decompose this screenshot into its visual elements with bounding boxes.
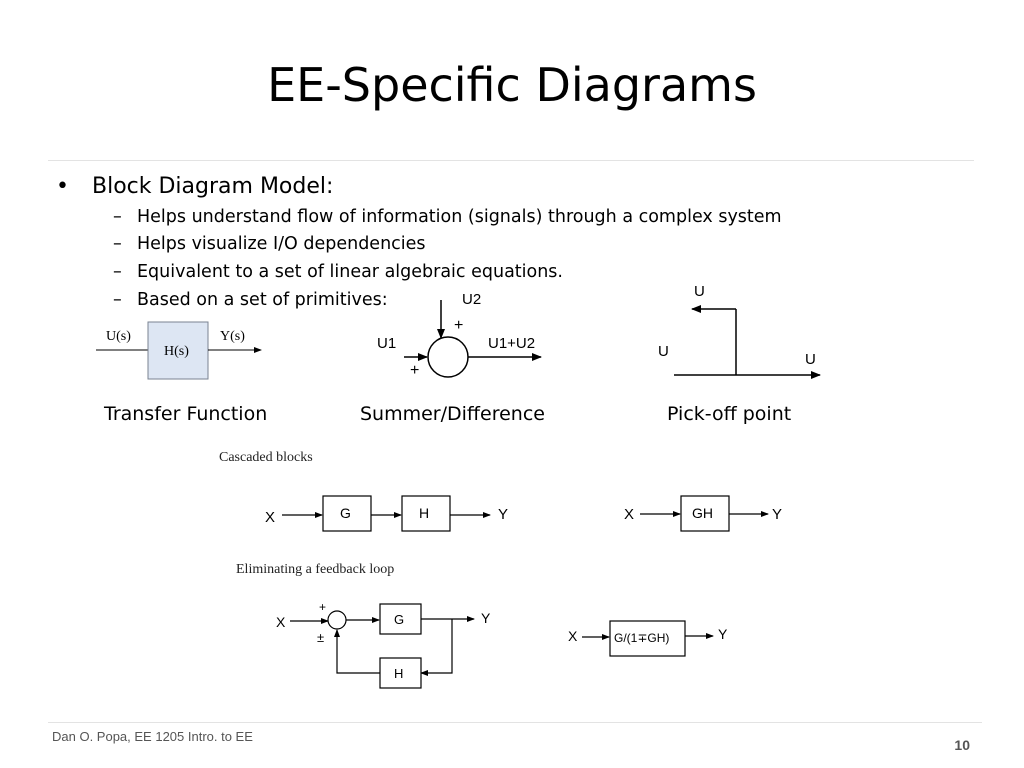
tf-block-label: H(s) (164, 344, 189, 359)
feedback-h-block (379, 657, 422, 689)
cascade-gh-label: GH (692, 505, 713, 521)
summer-top-sign: + (454, 317, 463, 334)
cascade-y2-label: Y (772, 506, 782, 523)
feedback-result-block (609, 620, 686, 657)
footer-author: Dan O. Popa, EE 1205 Intro. to EE (52, 729, 253, 744)
cascade-g-block (322, 495, 372, 532)
tf-block (147, 321, 209, 380)
feedback-g-label: G (394, 612, 404, 627)
pickoff-left-label: U (658, 343, 669, 360)
pickoff-top-label: U (694, 283, 705, 300)
summer-output-label: U1+U2 (488, 335, 535, 352)
dash-marker: – (113, 234, 122, 254)
cascade-h-label: H (419, 505, 429, 521)
cascade-heading: Cascaded blocks (219, 450, 313, 465)
feedback-heading: Eliminating a feedback loop (236, 562, 394, 577)
footer-divider (48, 722, 982, 723)
cascade-g-label: G (340, 505, 351, 521)
cascade-gh-block (680, 495, 730, 532)
feedback-back-arrow (334, 629, 380, 674)
cascade-h-block (401, 495, 451, 532)
dash-marker: – (113, 290, 122, 310)
feedback-plus-sign: + (319, 600, 326, 614)
summer-top-label: U2 (462, 291, 481, 308)
caption-transfer-function: Transfer Function (104, 403, 268, 425)
summer-diagram: U2 + U1 + U1+U2 (377, 291, 542, 379)
feedback-x2-label: X (568, 628, 578, 644)
dash-marker: – (113, 207, 122, 227)
summer-left-label: U1 (377, 335, 396, 352)
feedback-loop-diagram: Eliminating a feedback loop X + ± G Y H … (236, 562, 728, 689)
cascade-x-label: X (265, 509, 275, 526)
sub-bullet-3: Equivalent to a set of linear algebraic … (137, 262, 563, 282)
cascade-x2-label: X (624, 506, 634, 523)
cascaded-blocks-diagram: Cascaded blocks X G H Y X GH Y (219, 450, 782, 532)
caption-summer: Summer/Difference (360, 403, 545, 425)
tf-input-label: U(s) (106, 329, 131, 344)
feedback-result-label: G/(1∓GH) (614, 631, 669, 645)
dash-marker: – (113, 262, 122, 282)
feedback-y-label: Y (481, 610, 491, 626)
page-number: 10 (954, 737, 970, 753)
tf-output-label: Y(s) (220, 329, 245, 344)
cascade-y-label: Y (498, 506, 508, 523)
summer-junction (427, 336, 469, 378)
feedback-x-label: X (276, 614, 286, 630)
feedback-g-block (379, 603, 422, 635)
feedback-return-path (420, 619, 453, 676)
feedback-h-label: H (394, 666, 403, 681)
pickoff-diagram: U U U (658, 283, 821, 379)
bullet-marker: • (56, 174, 69, 199)
slide-title: EE-Specific Diagrams (267, 58, 757, 112)
feedback-y2-label: Y (718, 626, 728, 642)
sub-bullet-4: Based on a set of primitives: (137, 290, 388, 310)
summer-left-sign: + (410, 362, 419, 379)
feedback-junction (327, 610, 347, 630)
sub-bullet-2: Helps visualize I/O dependencies (137, 234, 426, 254)
pickoff-right-label: U (805, 351, 816, 368)
caption-pickoff: Pick-off point (667, 403, 792, 425)
bullet-block-diagram: Block Diagram Model: (92, 174, 334, 199)
title-divider (48, 160, 974, 161)
transfer-function-diagram: U(s) H(s) Y(s) (96, 321, 262, 380)
feedback-pm-sign: ± (317, 630, 324, 645)
sub-bullet-1: Helps understand flow of information (si… (137, 207, 782, 227)
